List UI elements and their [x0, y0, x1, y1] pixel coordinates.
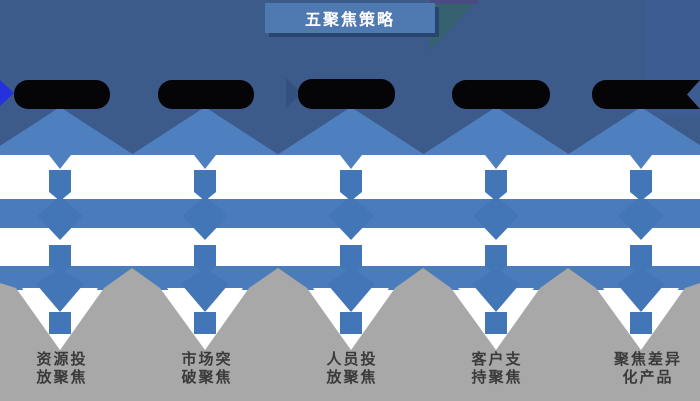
- redacted-text-blob-1: [14, 80, 110, 109]
- connector-square: [630, 312, 652, 334]
- connector-square: [49, 245, 71, 267]
- connector-square: [194, 170, 216, 192]
- connector-square: [485, 312, 507, 334]
- label-line: 破聚焦: [181, 368, 233, 386]
- column-label-3: 人员投 放聚焦: [287, 350, 417, 386]
- funnel-triangle: [277, 107, 425, 169]
- title-box: 五聚焦策略: [265, 3, 435, 33]
- strategy-column-5: [566, 0, 700, 401]
- connector-square: [630, 245, 652, 267]
- label-line: 持聚焦: [471, 368, 523, 386]
- connector-square: [340, 170, 362, 192]
- connector-square: [340, 245, 362, 267]
- redacted-text-blob-2: [158, 80, 254, 109]
- funnel-triangle: [567, 107, 700, 169]
- funnel-triangle: [131, 107, 279, 169]
- redacted-text-blob-3: [298, 79, 395, 109]
- label-line: 人员投: [326, 350, 378, 368]
- connector-square: [485, 245, 507, 267]
- flow-diamond: [37, 196, 83, 240]
- strategy-column-2: [130, 0, 280, 401]
- flow-diamond: [473, 196, 519, 240]
- redacted-text-blob-5: [592, 80, 700, 109]
- label-line: 放聚焦: [36, 368, 88, 386]
- connector-square: [485, 170, 507, 192]
- label-line: 化产品: [622, 368, 674, 386]
- page-title: 五聚焦策略: [304, 10, 395, 29]
- label-line: 客户支: [471, 350, 523, 368]
- strategy-column-4: [421, 0, 571, 401]
- connector-square: [194, 245, 216, 267]
- column-label-5: 聚焦差异 化产品: [583, 350, 700, 386]
- connector-square: [340, 312, 362, 334]
- funnel-triangle: [0, 107, 134, 169]
- connector-square: [194, 312, 216, 334]
- label-line: 聚焦差异: [613, 350, 682, 368]
- flow-diamond: [618, 196, 664, 240]
- connector-square: [49, 170, 71, 192]
- flow-diamond: [328, 196, 374, 240]
- redacted-text-blob-4: [452, 80, 550, 109]
- flow-diamond: [182, 196, 228, 240]
- funnel-triangle: [422, 107, 570, 169]
- strategy-column-1: [0, 0, 135, 401]
- label-line: 市场突: [181, 350, 233, 368]
- connector-square: [49, 312, 71, 334]
- connector-square: [630, 170, 652, 192]
- column-label-4: 客户支 持聚焦: [432, 350, 562, 386]
- strategy-column-3: [276, 0, 426, 401]
- column-label-1: 资源投 放聚焦: [0, 350, 127, 386]
- label-line: 资源投: [36, 350, 88, 368]
- label-line: 放聚焦: [326, 368, 378, 386]
- column-label-2: 市场突 破聚焦: [142, 350, 272, 386]
- purple-strip-patch: [430, 0, 478, 4]
